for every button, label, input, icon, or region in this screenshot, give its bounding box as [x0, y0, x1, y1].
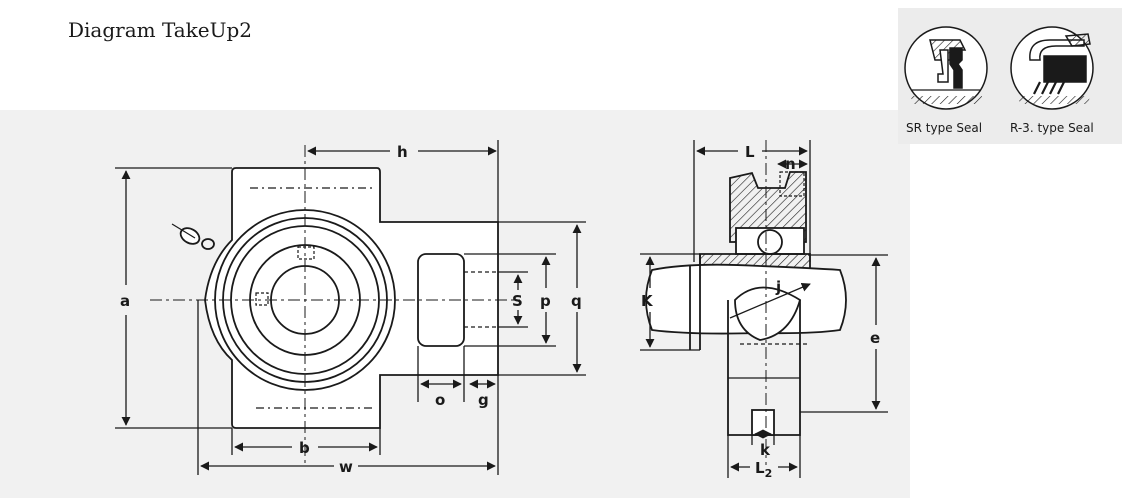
side-ball — [757, 229, 783, 255]
label-S: S — [512, 292, 523, 310]
side-view-dimensions — [640, 140, 888, 478]
side-bore — [734, 286, 802, 341]
r3-seal-inset — [1010, 26, 1094, 110]
label-g: g — [478, 391, 489, 409]
side-flange-hidden — [779, 171, 805, 197]
set-screw-left — [255, 292, 269, 306]
sr-seal-caption: SR type Seal — [906, 121, 982, 135]
label-L2-base: L — [755, 459, 765, 477]
label-e: e — [870, 329, 880, 347]
page-title: Diagram TakeUp2 — [68, 18, 253, 42]
sr-seal-inset — [904, 26, 988, 110]
label-b: b — [299, 439, 310, 457]
grease-fitting — [179, 227, 201, 245]
label-j: j — [775, 278, 781, 296]
grease-fitting-base — [201, 238, 215, 250]
label-h: h — [397, 143, 408, 161]
label-n: n — [785, 155, 796, 173]
set-screw-top — [297, 246, 315, 260]
label-p: p — [540, 292, 551, 310]
housing-outline — [204, 167, 499, 429]
side-view — [645, 140, 847, 465]
dimension-letters: h a b w S p q o g L n K j e k L2 — [120, 143, 880, 480]
front-view-dimensions — [115, 140, 586, 475]
label-L2-sub: 2 — [765, 467, 773, 480]
label-a: a — [120, 292, 130, 310]
label-k: k — [760, 441, 771, 459]
label-q: q — [571, 292, 582, 310]
slide-slot — [417, 253, 465, 347]
label-o: o — [435, 391, 445, 409]
front-view — [150, 145, 520, 465]
label-K: K — [641, 292, 654, 310]
r3-seal-caption: R-3. type Seal — [1010, 121, 1094, 135]
side-slot — [751, 409, 775, 436]
label-L2: L2 — [755, 459, 772, 480]
label-w: w — [339, 458, 353, 476]
label-L: L — [745, 143, 755, 161]
drawing-background-top — [180, 112, 910, 157]
